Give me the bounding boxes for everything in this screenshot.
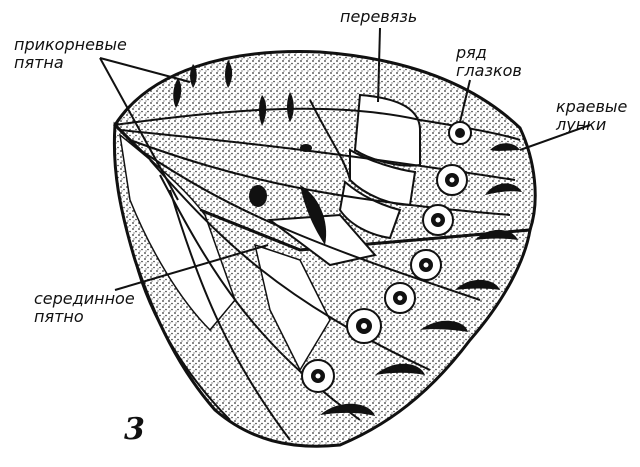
eyespot [347,309,381,343]
label-line: серединное [34,290,135,308]
eyespot [449,122,471,144]
eyespot [411,250,441,280]
label-line: перевязь [340,8,417,26]
label-line: ряд [456,44,522,62]
label-line: пятна [14,54,127,72]
discal-spot [249,185,267,207]
eyespot [302,360,334,392]
eyespot [423,205,453,235]
small-spot [300,144,312,152]
eyespot [385,283,415,313]
label-line: глазков [456,62,522,80]
label-line: краевые [556,98,627,116]
label-marginal-lunules: краевые лунки [556,98,627,134]
label-line: прикорневые [14,36,127,54]
eyespot [437,165,467,195]
label-band: перевязь [340,8,417,26]
label-eyespot-row: ряд глазков [456,44,522,80]
label-discal-spot: серединное пятно [34,290,135,326]
label-basal-spots: прикорневые пятна [14,36,127,72]
label-line: лунки [556,116,627,134]
figure-number: 3 [124,412,145,447]
label-line: пятно [34,308,135,326]
